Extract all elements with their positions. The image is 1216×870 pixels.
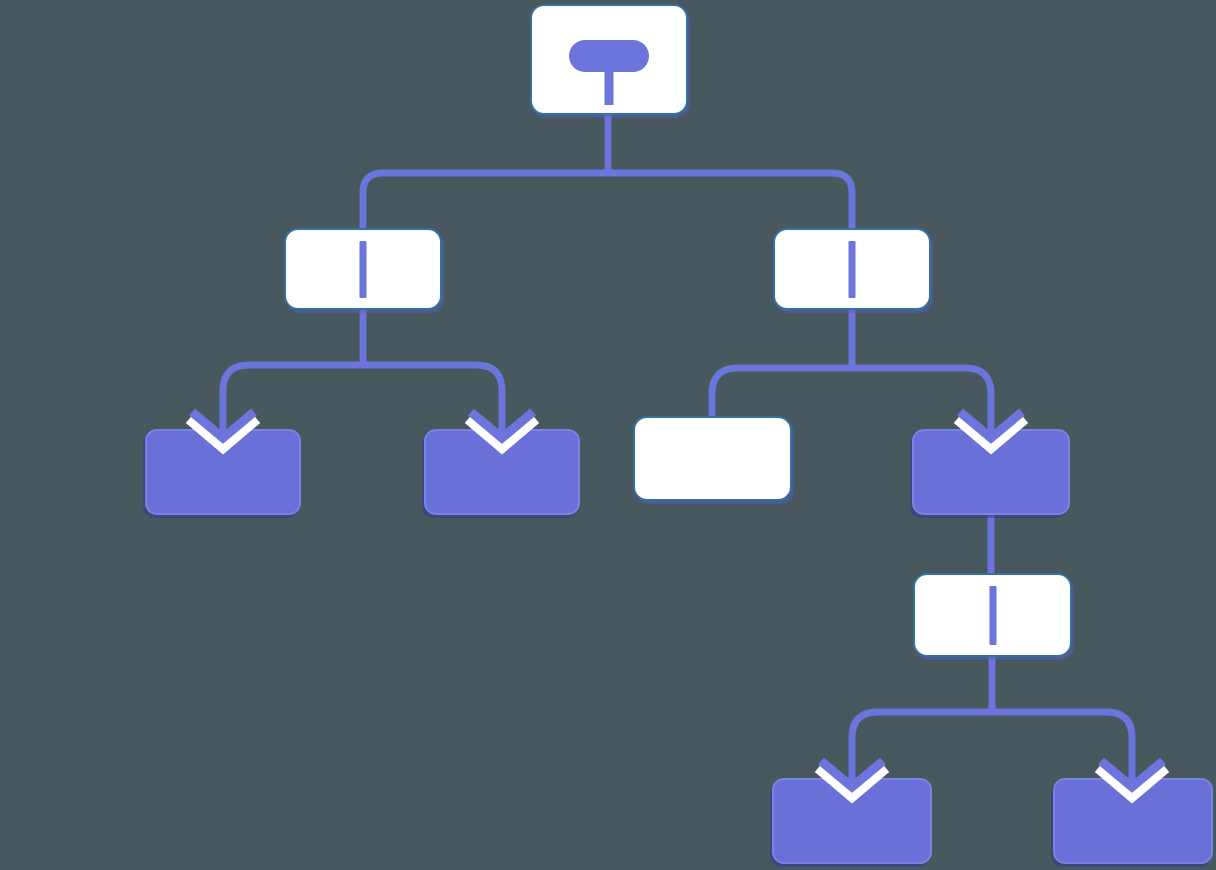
node-branch-right[interactable]	[773, 228, 931, 310]
arrow-chevron-purple	[957, 408, 1025, 444]
arrow-chevron-purple	[468, 408, 536, 444]
node-leaf-3[interactable]	[633, 416, 792, 501]
arrow-chevron-purple	[1098, 757, 1166, 793]
connector-wire	[848, 310, 995, 419]
arrow-chevron-white	[1094, 762, 1170, 804]
node-leaf-4[interactable]	[912, 429, 1070, 515]
node-leaf-5[interactable]	[772, 778, 932, 864]
arrow-chevron-purple	[818, 757, 886, 793]
arrow-down-icon	[464, 393, 540, 455]
node-leaf-2[interactable]	[424, 429, 580, 515]
pill-stem	[604, 68, 614, 105]
arrow-chevron-white	[464, 413, 540, 455]
arrow-down-icon	[1094, 742, 1170, 804]
arrow-chevron-white	[814, 762, 890, 804]
node-branch-lower[interactable]	[913, 573, 1072, 657]
node-divider-line	[359, 241, 367, 298]
connector-wire	[708, 310, 856, 419]
connector-wire	[219, 310, 367, 419]
arrow-down-icon	[185, 393, 261, 455]
node-leaf-1[interactable]	[145, 429, 301, 515]
connector-wire	[848, 656, 996, 768]
arrow-down-icon	[953, 393, 1029, 455]
connector-wire	[604, 114, 856, 231]
connector-wire	[988, 656, 1136, 768]
connector-wire	[359, 114, 612, 231]
connector-wire	[359, 310, 506, 419]
node-divider-line	[989, 586, 996, 645]
arrow-chevron-purple	[189, 408, 257, 444]
node-divider-line	[848, 241, 856, 298]
arrow-chevron-white	[185, 413, 261, 455]
node-branch-left[interactable]	[284, 228, 442, 310]
node-leaf-6[interactable]	[1053, 778, 1213, 864]
arrow-down-icon	[814, 742, 890, 804]
node-root[interactable]	[530, 4, 688, 115]
arrow-chevron-white	[953, 413, 1029, 455]
pill-icon	[569, 40, 649, 72]
